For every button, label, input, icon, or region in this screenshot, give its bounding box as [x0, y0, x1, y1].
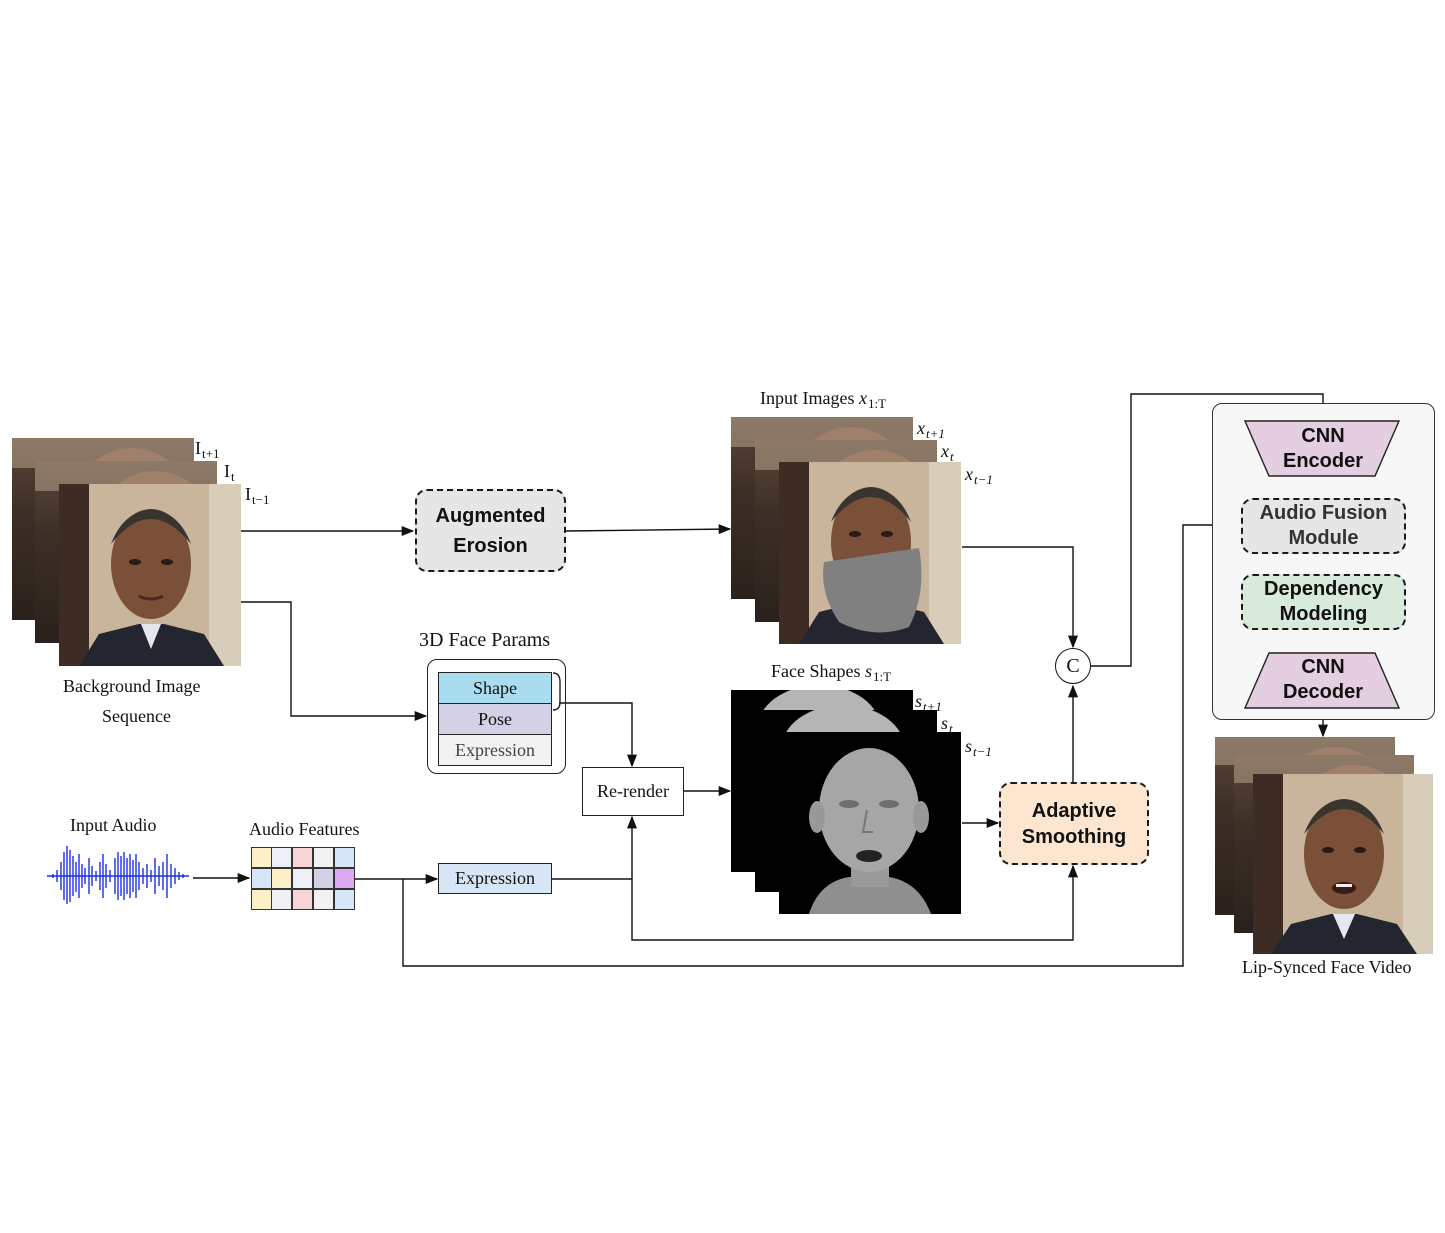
background-frame-front — [59, 484, 241, 666]
rerender-box: Re-render — [582, 767, 684, 816]
shape-label-t-plus-1: st+1 — [915, 691, 942, 714]
output-caption: Lip-Synced Face Video — [1242, 957, 1412, 977]
input-frame-front — [779, 462, 961, 644]
input-audio-label: Input Audio — [70, 815, 157, 835]
feature-cell — [313, 889, 334, 910]
cnn-decoder-shape — [1243, 652, 1401, 709]
masked-face-image — [779, 462, 961, 644]
audio-features-grid — [251, 847, 355, 910]
arrow-erosion-to-input-images — [565, 524, 732, 535]
background-label-t-minus-1: It−1 — [245, 484, 270, 507]
background-label-t-plus-1: It+1 — [195, 438, 220, 461]
input-label-t-plus-1: xt+1 — [917, 418, 945, 441]
adaptive-smoothing-box: Adaptive Smoothing — [999, 782, 1149, 865]
audio-fusion-module-box: Audio Fusion Module — [1241, 498, 1406, 554]
augmented-erosion-box: Augmented Erosion — [415, 489, 566, 572]
feature-cell — [313, 868, 334, 889]
feature-cell — [334, 868, 355, 889]
shape-label-t: st — [941, 713, 953, 736]
input-images-title: Input Images x1:T — [760, 388, 887, 411]
shape-label-t-minus-1: st−1 — [965, 736, 992, 759]
face-params-panel — [427, 659, 566, 774]
concat-circle: C — [1055, 648, 1091, 684]
lip-synced-face-image — [1253, 774, 1433, 954]
background-caption-line1: Background Image — [63, 676, 201, 696]
feature-cell — [334, 847, 355, 868]
cnn-encoder-shape — [1243, 420, 1401, 477]
feature-cell — [271, 889, 292, 910]
arrow-params-to-rerender — [559, 702, 638, 768]
face-params-title: 3D Face Params — [419, 629, 551, 651]
feature-cell — [251, 868, 272, 889]
background-caption-line2: Sequence — [102, 706, 171, 726]
arrow-concat-to-encoder — [1091, 393, 1329, 667]
arrow-expression-to-rerender — [552, 815, 638, 880]
input-label-t-minus-1: xt−1 — [965, 464, 993, 487]
feature-cell — [313, 847, 334, 868]
feature-cell — [292, 847, 313, 868]
param-pose: Pose — [438, 703, 552, 735]
output-frame-front — [1253, 774, 1433, 954]
arrow-input-images-to-concat — [962, 546, 1079, 649]
face-shapes-title: Face Shapes s1:T — [771, 661, 892, 684]
dependency-modeling-box: Dependency Modeling — [1241, 574, 1406, 630]
background-label-t: It — [224, 461, 235, 484]
shape-frame-front — [779, 732, 961, 914]
param-shape: Shape — [438, 672, 552, 704]
params-brace — [552, 672, 561, 711]
audio-waveform-icon — [47, 846, 189, 904]
cnn-decoder-label: CNN Decoder — [1282, 656, 1364, 703]
feature-cell — [292, 889, 313, 910]
cnn-encoder-label: CNN Encoder — [1282, 425, 1364, 472]
feature-cell — [271, 847, 292, 868]
param-expression: Expression — [438, 734, 552, 766]
audio-features-label: Audio Features — [249, 819, 360, 839]
rendered-face-mesh — [809, 748, 931, 914]
arrow-expression-to-smoothing — [631, 864, 1079, 941]
feature-cell — [334, 889, 355, 910]
face-portrait-image — [59, 484, 241, 666]
input-label-t: xt — [941, 441, 954, 464]
feature-cell — [271, 868, 292, 889]
feature-cell — [292, 868, 313, 889]
feature-cell — [251, 889, 272, 910]
arrow-background-to-face-params — [241, 601, 428, 722]
expression-box: Expression — [438, 863, 552, 894]
erosion-mask-shape — [823, 548, 922, 633]
arrow-features-to-audio-fusion — [402, 519, 1241, 967]
feature-cell — [251, 847, 272, 868]
